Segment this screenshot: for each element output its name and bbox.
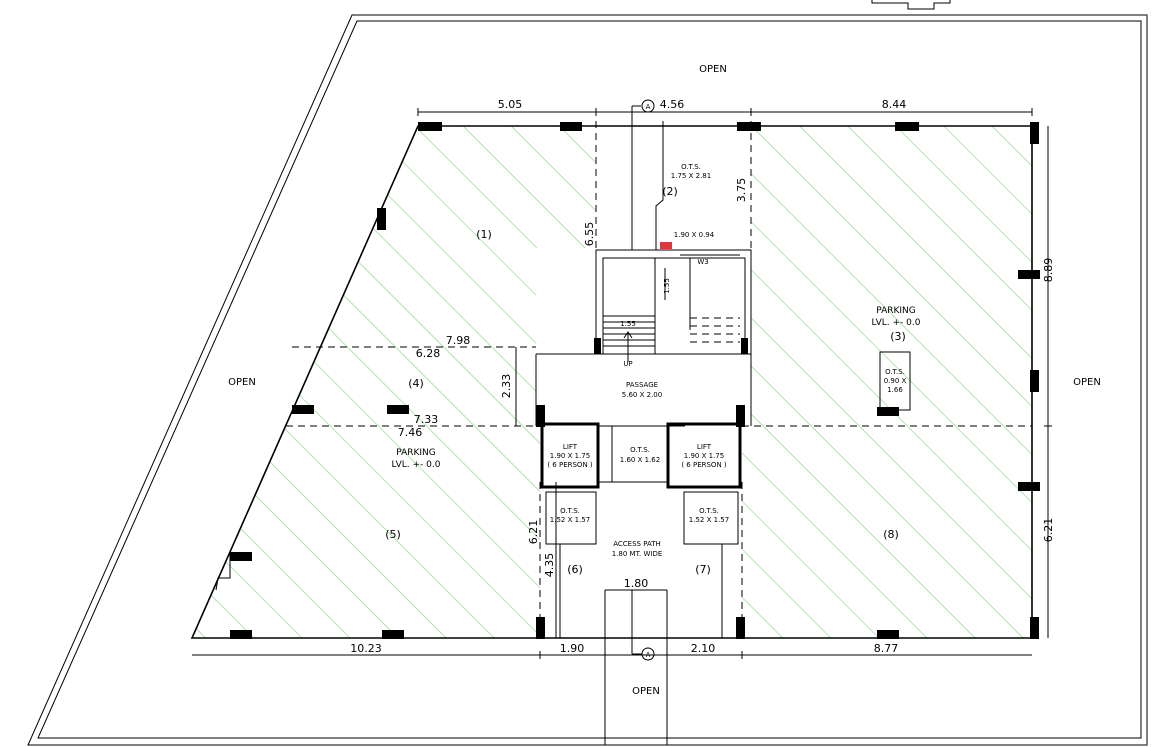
parking-labels: PARKING LVL. +- 0.0 PARKING LVL. +- 0.0 <box>392 306 921 470</box>
dim-right-upper: 8.89 <box>1042 258 1055 283</box>
ots-left-low-line2: 1.52 X 1.57 <box>550 516 590 524</box>
dim-lower-left-inner: 4.35 <box>543 553 556 578</box>
ots-right-line2: 0.90 X <box>884 377 907 385</box>
site-boundary <box>27 0 1148 746</box>
dimension-lines <box>192 108 1052 659</box>
ots-top-line1: O.T.S. <box>681 163 701 171</box>
access-path-line2: 1.80 MT. WIDE <box>612 550 663 558</box>
dim-top-right: 8.44 <box>882 98 907 111</box>
dim-top-mid: 4.56 <box>660 98 685 111</box>
dim-band-bottom-width: 7.33 <box>414 413 439 426</box>
passage-line2: 5.60 X 2.00 <box>622 391 662 399</box>
fire-extinguisher-icon <box>660 242 672 249</box>
access-path-line1: ACCESS PATH <box>613 540 661 548</box>
room-2-label: (2) <box>662 185 678 198</box>
dim-band-top-inner: 6.28 <box>416 347 441 360</box>
parking-left-line1: PARKING <box>396 448 436 458</box>
building-footprint <box>190 121 1033 639</box>
dim-lower-left-height: 6.21 <box>527 520 540 545</box>
partition-lines <box>286 121 1032 638</box>
ots-top-line2: 1.75 X 2.81 <box>671 172 711 180</box>
dim-bottom-left: 10.23 <box>350 642 382 655</box>
room-numbers: (1) (2) (3) (4) (5) (6) (7) (8) <box>385 185 906 576</box>
lift-left-line3: ( 6 PERSON ) <box>547 461 593 469</box>
lift-left-line1: LIFT <box>563 443 578 451</box>
room-8-label: (8) <box>883 528 899 541</box>
ots-right-low-line2: 1.52 X 1.57 <box>689 516 729 524</box>
small-room-size: 1.90 X 0.94 <box>674 231 715 239</box>
wc-label: W3 <box>697 258 708 266</box>
dim-bottom-mid-right: 2.10 <box>691 642 716 655</box>
dim-band-height: 2.33 <box>500 374 513 399</box>
lifts <box>540 422 742 489</box>
ots-center-line2: 1.60 X 1.62 <box>620 456 660 464</box>
dim-top-left: 5.05 <box>498 98 523 111</box>
dim-ots-height: 3.75 <box>735 178 748 203</box>
open-labels: OPEN OPEN OPEN OPEN <box>228 64 1101 697</box>
ots-right-line3: 1.66 <box>887 386 903 394</box>
ots-right-low-line1: O.T.S. <box>699 507 719 515</box>
ots-left-low-line1: O.T.S. <box>560 507 580 515</box>
dim-band-top-width: 7.98 <box>446 334 471 347</box>
grid-marker-top: A <box>646 103 651 111</box>
parking-right-line2: LVL. +- 0.0 <box>872 318 921 328</box>
parking-left-line2: LVL. +- 0.0 <box>392 460 441 470</box>
lower-ots <box>545 351 911 638</box>
dim-bottom-mid-left: 1.90 <box>560 642 585 655</box>
ots-center-line1: O.T.S. <box>630 446 650 454</box>
dim-bottom-right: 8.77 <box>874 642 899 655</box>
stair-up-label: UP <box>623 360 632 368</box>
room-4-label: (4) <box>408 377 424 390</box>
dim-right-lower: 6.21 <box>1042 518 1055 543</box>
lift-left-line2: 1.90 X 1.75 <box>550 452 590 460</box>
open-label-right: OPEN <box>1073 377 1101 388</box>
passage-line1: PASSAGE <box>626 381 658 389</box>
space-labels: O.T.S. 1.75 X 2.81 1.90 X 0.94 W3 UP O.T… <box>547 163 906 558</box>
parking-right-line1: PARKING <box>876 306 916 316</box>
lift-right-line1: LIFT <box>697 443 712 451</box>
dim-access-width: 1.80 <box>624 577 649 590</box>
dimension-labels: 5.05 4.56 8.44 10.23 1.90 2.10 8.77 8.89… <box>350 98 1055 655</box>
open-label-top: OPEN <box>699 64 727 75</box>
open-label-left: OPEN <box>228 377 256 388</box>
ots-right-line1: O.T.S. <box>885 368 905 376</box>
room-7-label: (7) <box>695 563 711 576</box>
room-6-label: (6) <box>567 563 583 576</box>
room-5-label: (5) <box>385 528 401 541</box>
dim-stair-landing: 1.55 <box>620 320 636 328</box>
dim-stair-width: 6.55 <box>583 222 596 247</box>
dim-band-bottom-outer: 7.46 <box>398 426 423 439</box>
room-3-label: (3) <box>890 330 906 343</box>
room-1-label: (1) <box>476 228 492 241</box>
lift-right-line3: ( 6 PERSON ) <box>681 461 727 469</box>
open-label-bottom: OPEN <box>632 686 660 697</box>
dim-stair-flight: 1.55 <box>663 278 671 294</box>
lift-right-line2: 1.90 X 1.75 <box>684 452 724 460</box>
